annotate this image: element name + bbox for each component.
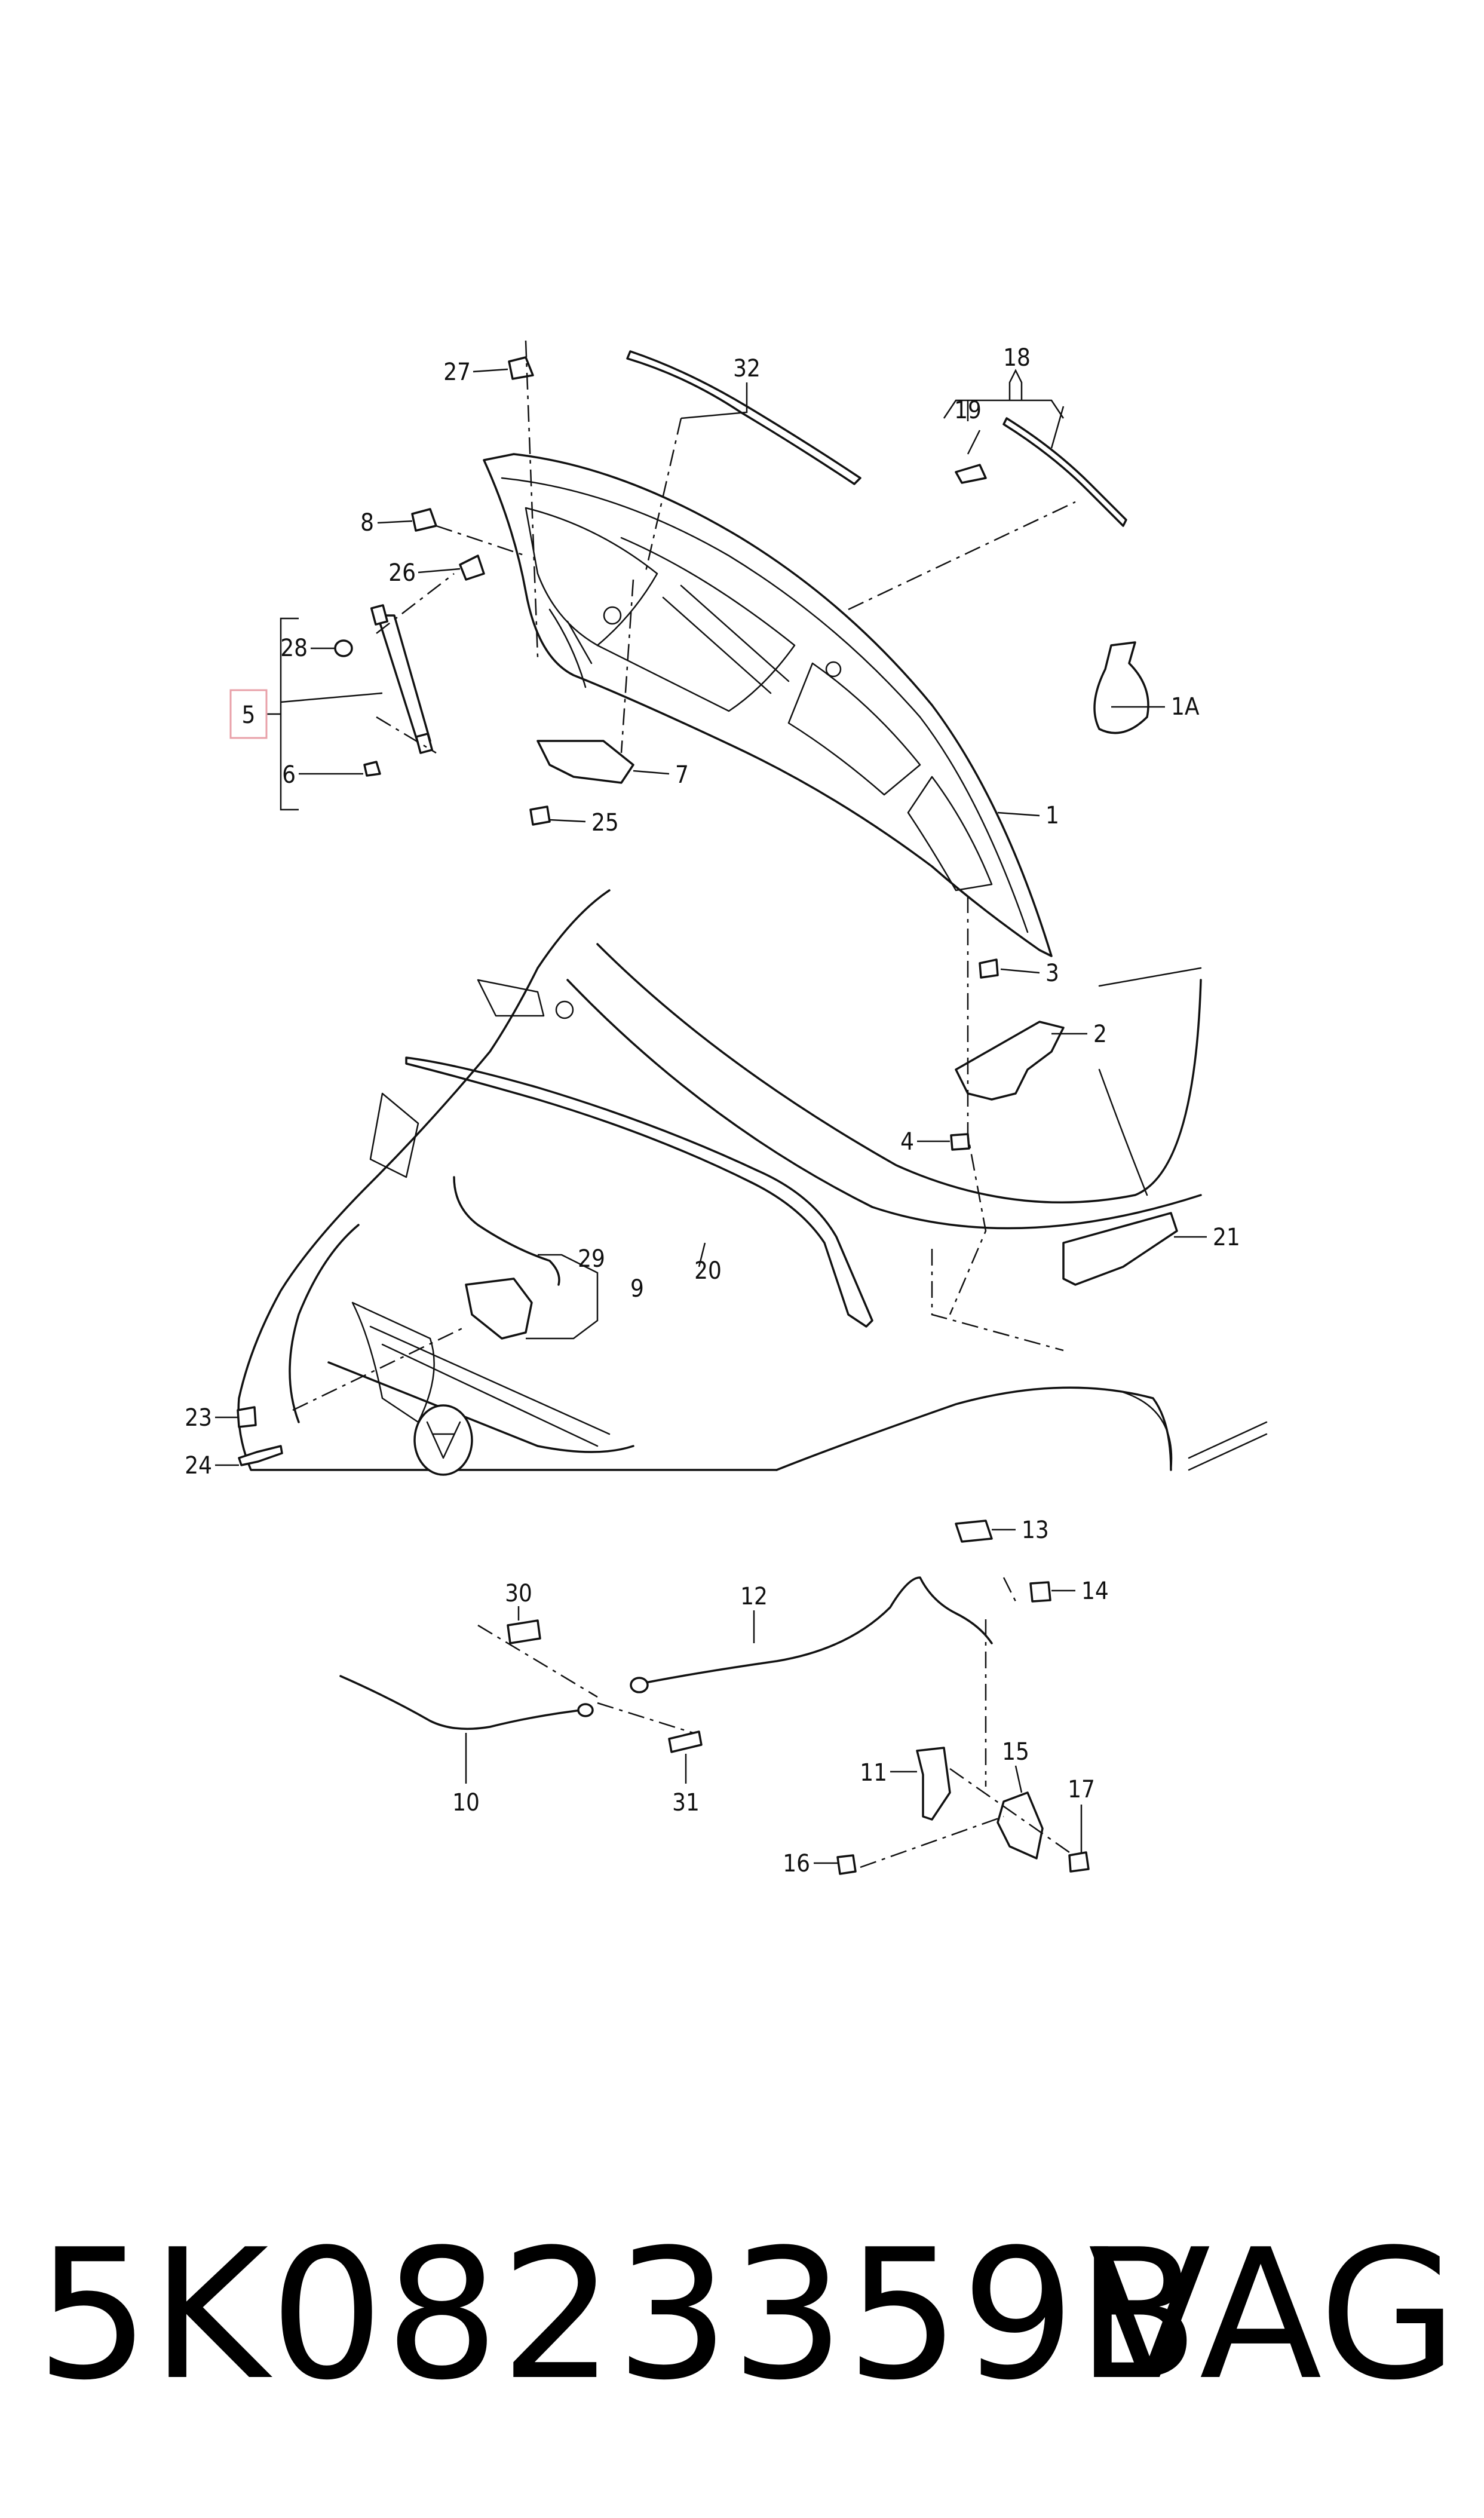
footer: 5K0823359B VAG	[36, 2217, 1458, 2414]
nut-4	[950, 1133, 970, 1151]
clip-14	[1029, 1581, 1051, 1603]
callout-24: 24	[185, 1452, 212, 1479]
leader-lines	[215, 368, 1207, 1864]
callout-16: 16	[783, 1850, 810, 1877]
bag-1A	[1093, 641, 1149, 734]
seal-20	[405, 1056, 873, 1328]
callout-20: 20	[694, 1257, 722, 1285]
cable-12	[632, 1576, 993, 1686]
callout-27: 27	[443, 359, 471, 386]
callout-31: 31	[672, 1789, 700, 1816]
callout-17: 17	[1068, 1776, 1095, 1803]
callout-25: 25	[591, 809, 619, 837]
car-body	[237, 889, 1268, 1476]
hood-catch-7	[536, 740, 634, 784]
callout-1A: 1A	[1171, 693, 1200, 721]
callout-26: 26	[388, 559, 416, 587]
cable-10	[339, 1675, 593, 1730]
buffer-21	[1062, 1212, 1178, 1286]
hinge-2	[955, 1021, 1065, 1101]
bolt-23	[237, 1406, 257, 1428]
clip-30	[507, 1619, 541, 1644]
callout-4: 4	[900, 1128, 914, 1156]
bumper-27	[508, 356, 534, 380]
callout-32: 32	[733, 355, 761, 382]
callout-6: 6	[282, 761, 296, 789]
nut-6	[363, 761, 381, 777]
callout-3: 3	[1045, 960, 1059, 987]
clip-31	[668, 1730, 703, 1753]
callout-30: 30	[505, 1580, 532, 1607]
callout-5: 5	[242, 702, 256, 729]
callout-8: 8	[360, 509, 374, 537]
callout-14: 14	[1081, 1577, 1109, 1605]
callout-10: 10	[452, 1789, 480, 1816]
seal-32	[626, 350, 861, 485]
hood-panel	[483, 453, 1053, 957]
callout-13: 13	[1022, 1517, 1049, 1544]
callout-15: 15	[1002, 1738, 1029, 1766]
clip-17	[1068, 1851, 1090, 1873]
stop-26	[459, 555, 485, 581]
bracket-15	[997, 1791, 1044, 1860]
cable-29	[453, 1176, 560, 1286]
bolt-25	[529, 805, 551, 826]
part-number: 5K0823359B	[36, 2211, 1201, 2419]
callout-12: 12	[740, 1583, 768, 1610]
handle-11	[916, 1747, 951, 1821]
seal-18	[1002, 417, 1127, 527]
callout-19: 19	[954, 397, 982, 424]
bolt-24	[238, 1445, 283, 1466]
callout-7: 7	[675, 761, 689, 789]
callout-23: 23	[185, 1404, 212, 1432]
callout-2: 2	[1093, 1021, 1107, 1048]
callout-21: 21	[1213, 1224, 1240, 1251]
gas-strut-5	[370, 604, 434, 754]
assembly-lines	[292, 340, 1076, 1868]
callout-labels: 32 18 19 27 8 26 28 6 7 25 1 1A 3 2 4 21…	[185, 344, 1240, 1877]
bumper-8	[411, 508, 437, 532]
lock-9	[465, 1278, 533, 1340]
grommet-28	[334, 639, 353, 657]
callout-18: 18	[1003, 344, 1031, 372]
callout-28: 28	[280, 635, 308, 662]
callout-1: 1	[1045, 802, 1059, 829]
bolt-3	[979, 958, 999, 979]
brand-label: VAG	[1088, 2211, 1458, 2419]
callout-11: 11	[860, 1759, 887, 1787]
clip-19	[955, 464, 987, 484]
callout-29: 29	[578, 1245, 605, 1273]
screw-16	[836, 1854, 857, 1875]
callout-5-highlight: 5	[229, 689, 268, 739]
grommet-13	[955, 1520, 993, 1543]
callout-9: 9	[630, 1275, 644, 1303]
